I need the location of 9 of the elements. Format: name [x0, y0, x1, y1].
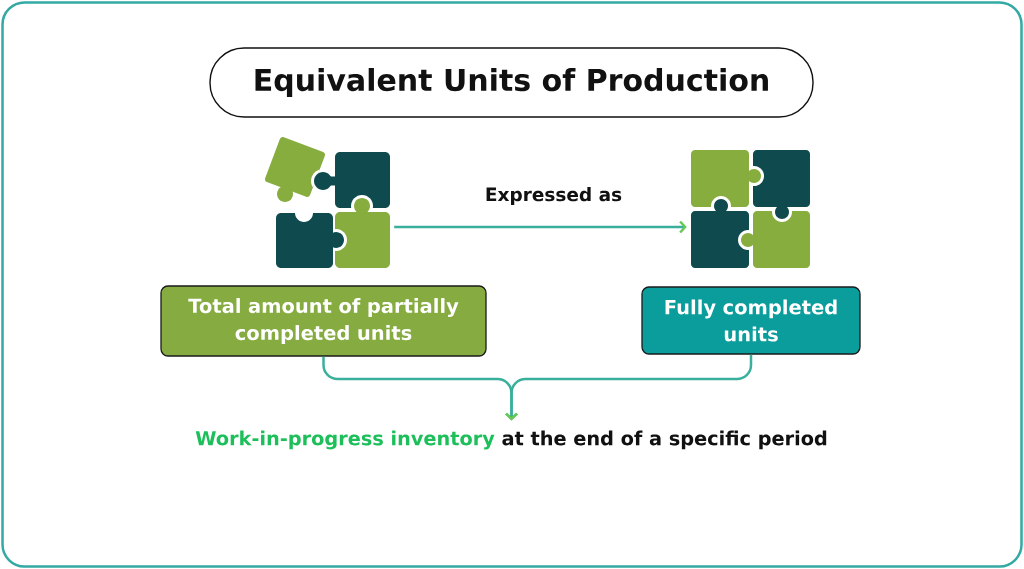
edge-label: Expressed as [482, 185, 625, 207]
process-box: Total amount of partially completed units [160, 285, 487, 357]
result-text: Work-in-progress inventory at the end of a specific period [195, 430, 827, 450]
arrow [394, 220, 687, 234]
title-pill: Equivalent Units of Production [209, 47, 814, 118]
process-box: Fully completed units [641, 286, 861, 355]
puzzle-picture [264, 136, 390, 268]
puzzle-picture [691, 150, 810, 268]
arrow [505, 354, 753, 421]
